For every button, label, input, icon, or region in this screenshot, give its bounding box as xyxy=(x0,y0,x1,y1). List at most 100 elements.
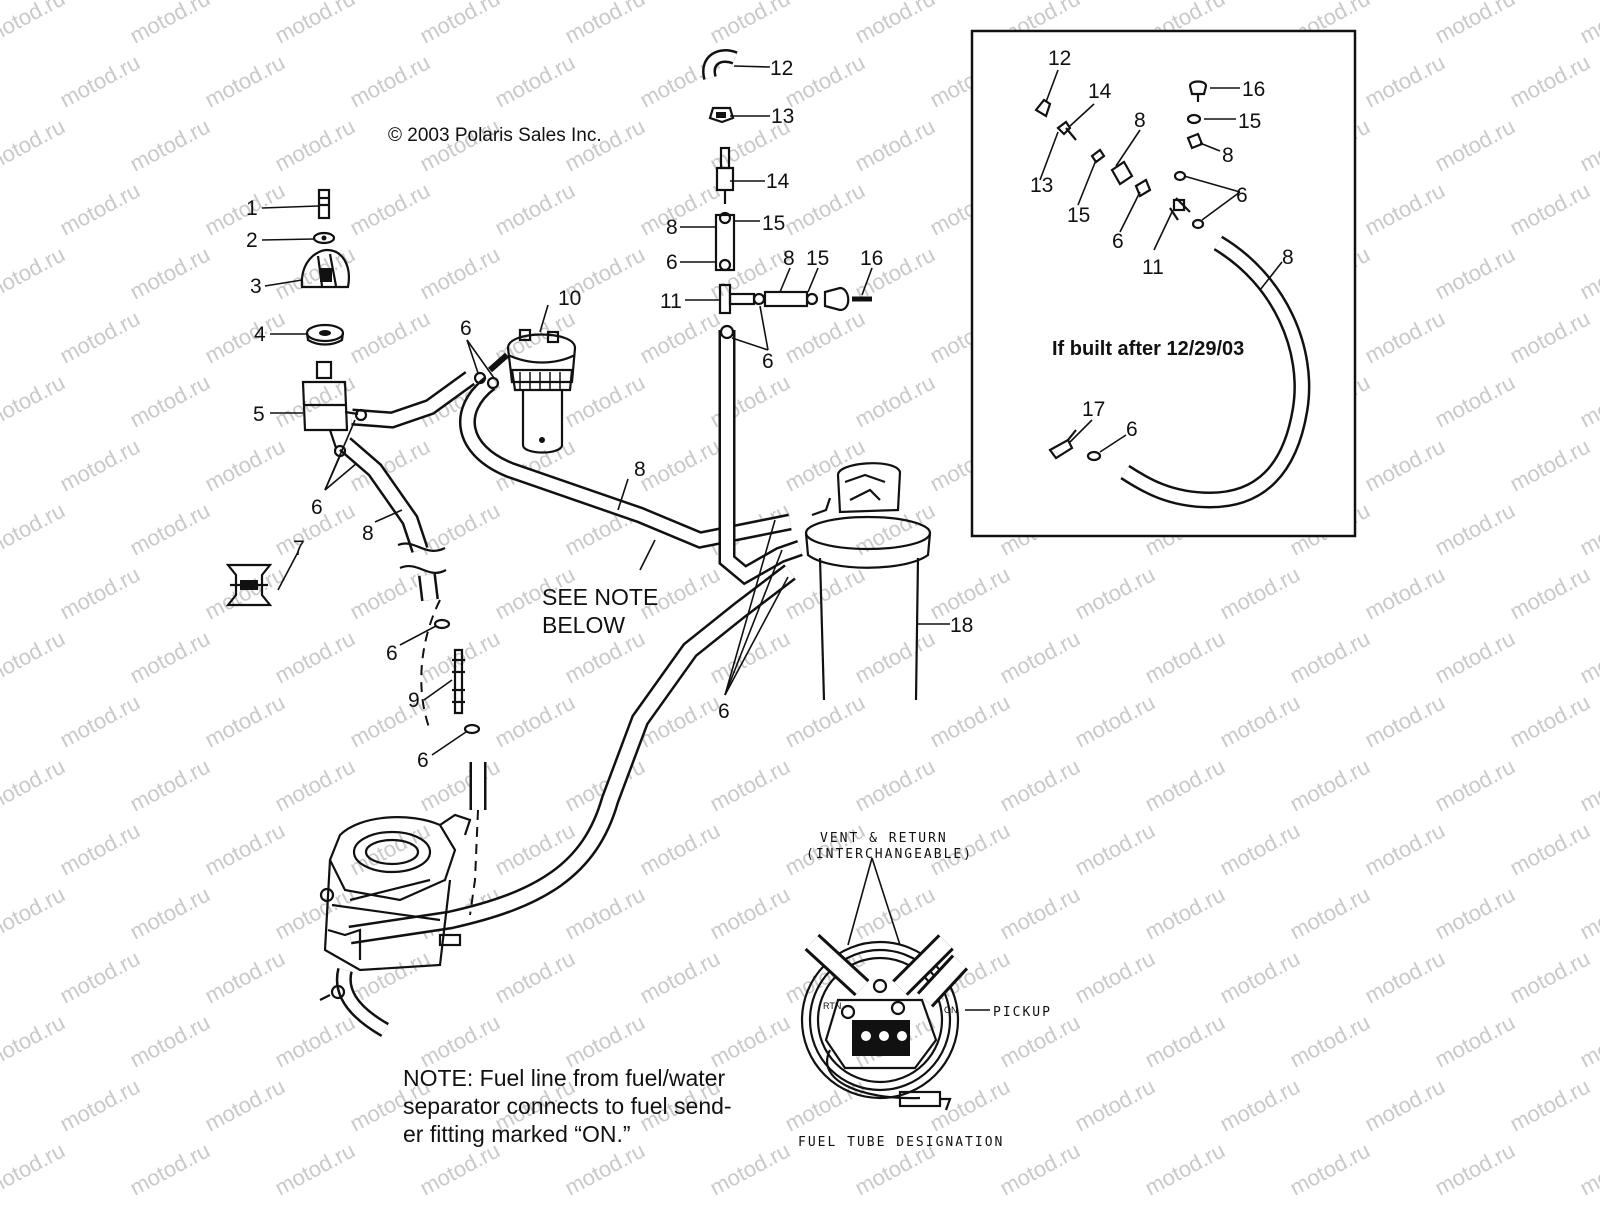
watermark-text: motod.ru xyxy=(1506,946,1594,1009)
check-valve-part-14 xyxy=(715,146,735,204)
watermark-text: motod.ru xyxy=(416,626,504,689)
watermark-text: motod.ru xyxy=(1141,1010,1229,1073)
callout-6-clamp-b: 6 xyxy=(417,749,429,772)
watermark-text: motod.ru xyxy=(636,818,724,881)
watermark-text: motod.ru xyxy=(271,1138,359,1200)
watermark-text: motod.ru xyxy=(126,754,214,817)
watermark-text: motod.ru xyxy=(561,1010,649,1073)
watermark-text: motod.ru xyxy=(1506,178,1594,241)
watermark-text: motod.ru xyxy=(561,0,649,48)
watermark-text: motod.ru xyxy=(1141,626,1229,689)
callout-6-sender: 6 xyxy=(718,700,730,723)
watermark-text: motod.ru xyxy=(201,690,289,753)
watermark-text: motod.ru xyxy=(1506,1074,1594,1137)
note-line-1: NOTE: Fuel line from fuel/water xyxy=(403,1065,725,1091)
watermark-text: motod.ru xyxy=(491,946,579,1009)
watermark-text: motod.ru xyxy=(1576,242,1600,305)
port-rtn-label: RTN xyxy=(823,1001,841,1011)
watermark-text: motod.ru xyxy=(1286,1138,1374,1200)
vent-hose-part-8-short xyxy=(714,211,736,272)
watermark-text: motod.ru xyxy=(1431,1138,1519,1200)
inset-callout-6-bottom: 6 xyxy=(1126,418,1138,441)
watermark-text: motod.ru xyxy=(851,370,939,433)
inset-callout-6-mid: 6 xyxy=(1112,230,1124,253)
callout-15-vent: 15 xyxy=(762,212,785,235)
watermark-text: motod.ru xyxy=(271,0,359,48)
watermark-text: motod.ru xyxy=(126,498,214,561)
filter-part-16 xyxy=(823,286,872,312)
callout-7: 7 xyxy=(293,537,305,560)
watermark-text: motod.ru xyxy=(1431,754,1519,817)
watermark-text: motod.ru xyxy=(201,1074,289,1137)
fuel-water-separator-part-10 xyxy=(473,328,577,454)
watermark-text: motod.ru xyxy=(561,882,649,945)
fuel-tube-detail: VENT & RETURN (INTERCHANGEABLE) PICKUP F… xyxy=(798,831,1050,1150)
watermark-text: motod.ru xyxy=(781,178,869,241)
watermark-text: motod.ru xyxy=(201,306,289,369)
inset-callout-17: 17 xyxy=(1082,398,1105,421)
watermark-text: motod.ru xyxy=(636,946,724,1009)
callout-13: 13 xyxy=(771,105,794,128)
callout-1: 1 xyxy=(246,197,258,220)
watermark-text: motod.ru xyxy=(271,1010,359,1073)
vent-return-label-1: VENT & RETURN xyxy=(820,831,948,846)
watermark-text: motod.ru xyxy=(996,626,1084,689)
watermark-text: motod.ru xyxy=(201,818,289,881)
watermark-text: motod.ru xyxy=(1216,1074,1304,1137)
watermark-text: motod.ru xyxy=(1506,434,1594,497)
watermark-text: motod.ru xyxy=(0,754,69,817)
watermark-text: motod.ru xyxy=(416,1010,504,1073)
watermark-text: motod.ru xyxy=(781,562,869,625)
callout-8-main: 8 xyxy=(634,458,646,481)
watermark-text: motod.ru xyxy=(56,306,144,369)
callout-2: 2 xyxy=(246,229,258,252)
watermark-text: motod.ru xyxy=(1216,690,1304,753)
watermark-text: motod.ru xyxy=(126,626,214,689)
watermark-text: motod.ru xyxy=(126,1010,214,1073)
watermark-text: motod.ru xyxy=(636,178,724,241)
watermark-text: motod.ru xyxy=(1431,498,1519,561)
watermark-text: motod.ru xyxy=(636,434,724,497)
watermark-text: motod.ru xyxy=(1576,882,1600,945)
connector-part-9 xyxy=(452,648,465,715)
watermark-text: motod.ru xyxy=(491,178,579,241)
note-line-3: er fitting marked “ON.” xyxy=(403,1121,631,1147)
fuel-tube-caption: FUEL TUBE DESIGNATION xyxy=(798,1135,1004,1150)
watermark-text: motod.ru xyxy=(561,370,649,433)
watermark-text: motod.ru xyxy=(996,754,1084,817)
watermark-text: motod.ru xyxy=(1286,626,1374,689)
inset-callout-13: 13 xyxy=(1030,174,1053,197)
inset-callout-15-right: 15 xyxy=(1238,110,1261,133)
watermark-text: motod.ru xyxy=(1506,562,1594,625)
callout-6-clamp-a: 6 xyxy=(386,642,398,665)
watermark-text: motod.ru xyxy=(201,50,289,113)
watermark-text: motod.ru xyxy=(1361,946,1449,1009)
watermark-text: motod.ru xyxy=(1361,1074,1449,1137)
callout-8-side: 8 xyxy=(783,247,795,270)
watermark-text: motod.ru xyxy=(1286,882,1374,945)
watermark-text: motod.ru xyxy=(636,306,724,369)
watermark-text: motod.ru xyxy=(1071,690,1159,753)
watermark-text: motod.ru xyxy=(851,754,939,817)
fitting-part-13 xyxy=(708,106,735,124)
watermark-text: motod.ru xyxy=(1431,370,1519,433)
hose-clamp-part-7 xyxy=(225,563,273,607)
watermark-text: motod.ru xyxy=(1576,0,1600,48)
callout-labels: 1 2 3 4 5 6 7 8 6 9 6 10 6 12 13 14 8 15… xyxy=(246,57,973,772)
watermark-text: motod.ru xyxy=(926,690,1014,753)
watermark-text: motod.ru xyxy=(126,242,214,305)
watermark-text: motod.ru xyxy=(1216,562,1304,625)
watermark-text: motod.ru xyxy=(126,882,214,945)
see-note-line-2: BELOW xyxy=(542,612,625,638)
watermark-text: motod.ru xyxy=(1216,946,1304,1009)
watermark-text: motod.ru xyxy=(1361,434,1449,497)
copyright-text: © 2003 Polaris Sales Inc. xyxy=(388,125,602,146)
watermark-text: motod.ru xyxy=(271,114,359,177)
fuel-sender-part-18 xyxy=(804,462,932,701)
watermark-text: motod.ru xyxy=(56,178,144,241)
watermark-text: motod.ru xyxy=(201,946,289,1009)
callout-6-vent: 6 xyxy=(666,251,678,274)
inset-title: If built after 12/29/03 xyxy=(1052,338,1244,360)
